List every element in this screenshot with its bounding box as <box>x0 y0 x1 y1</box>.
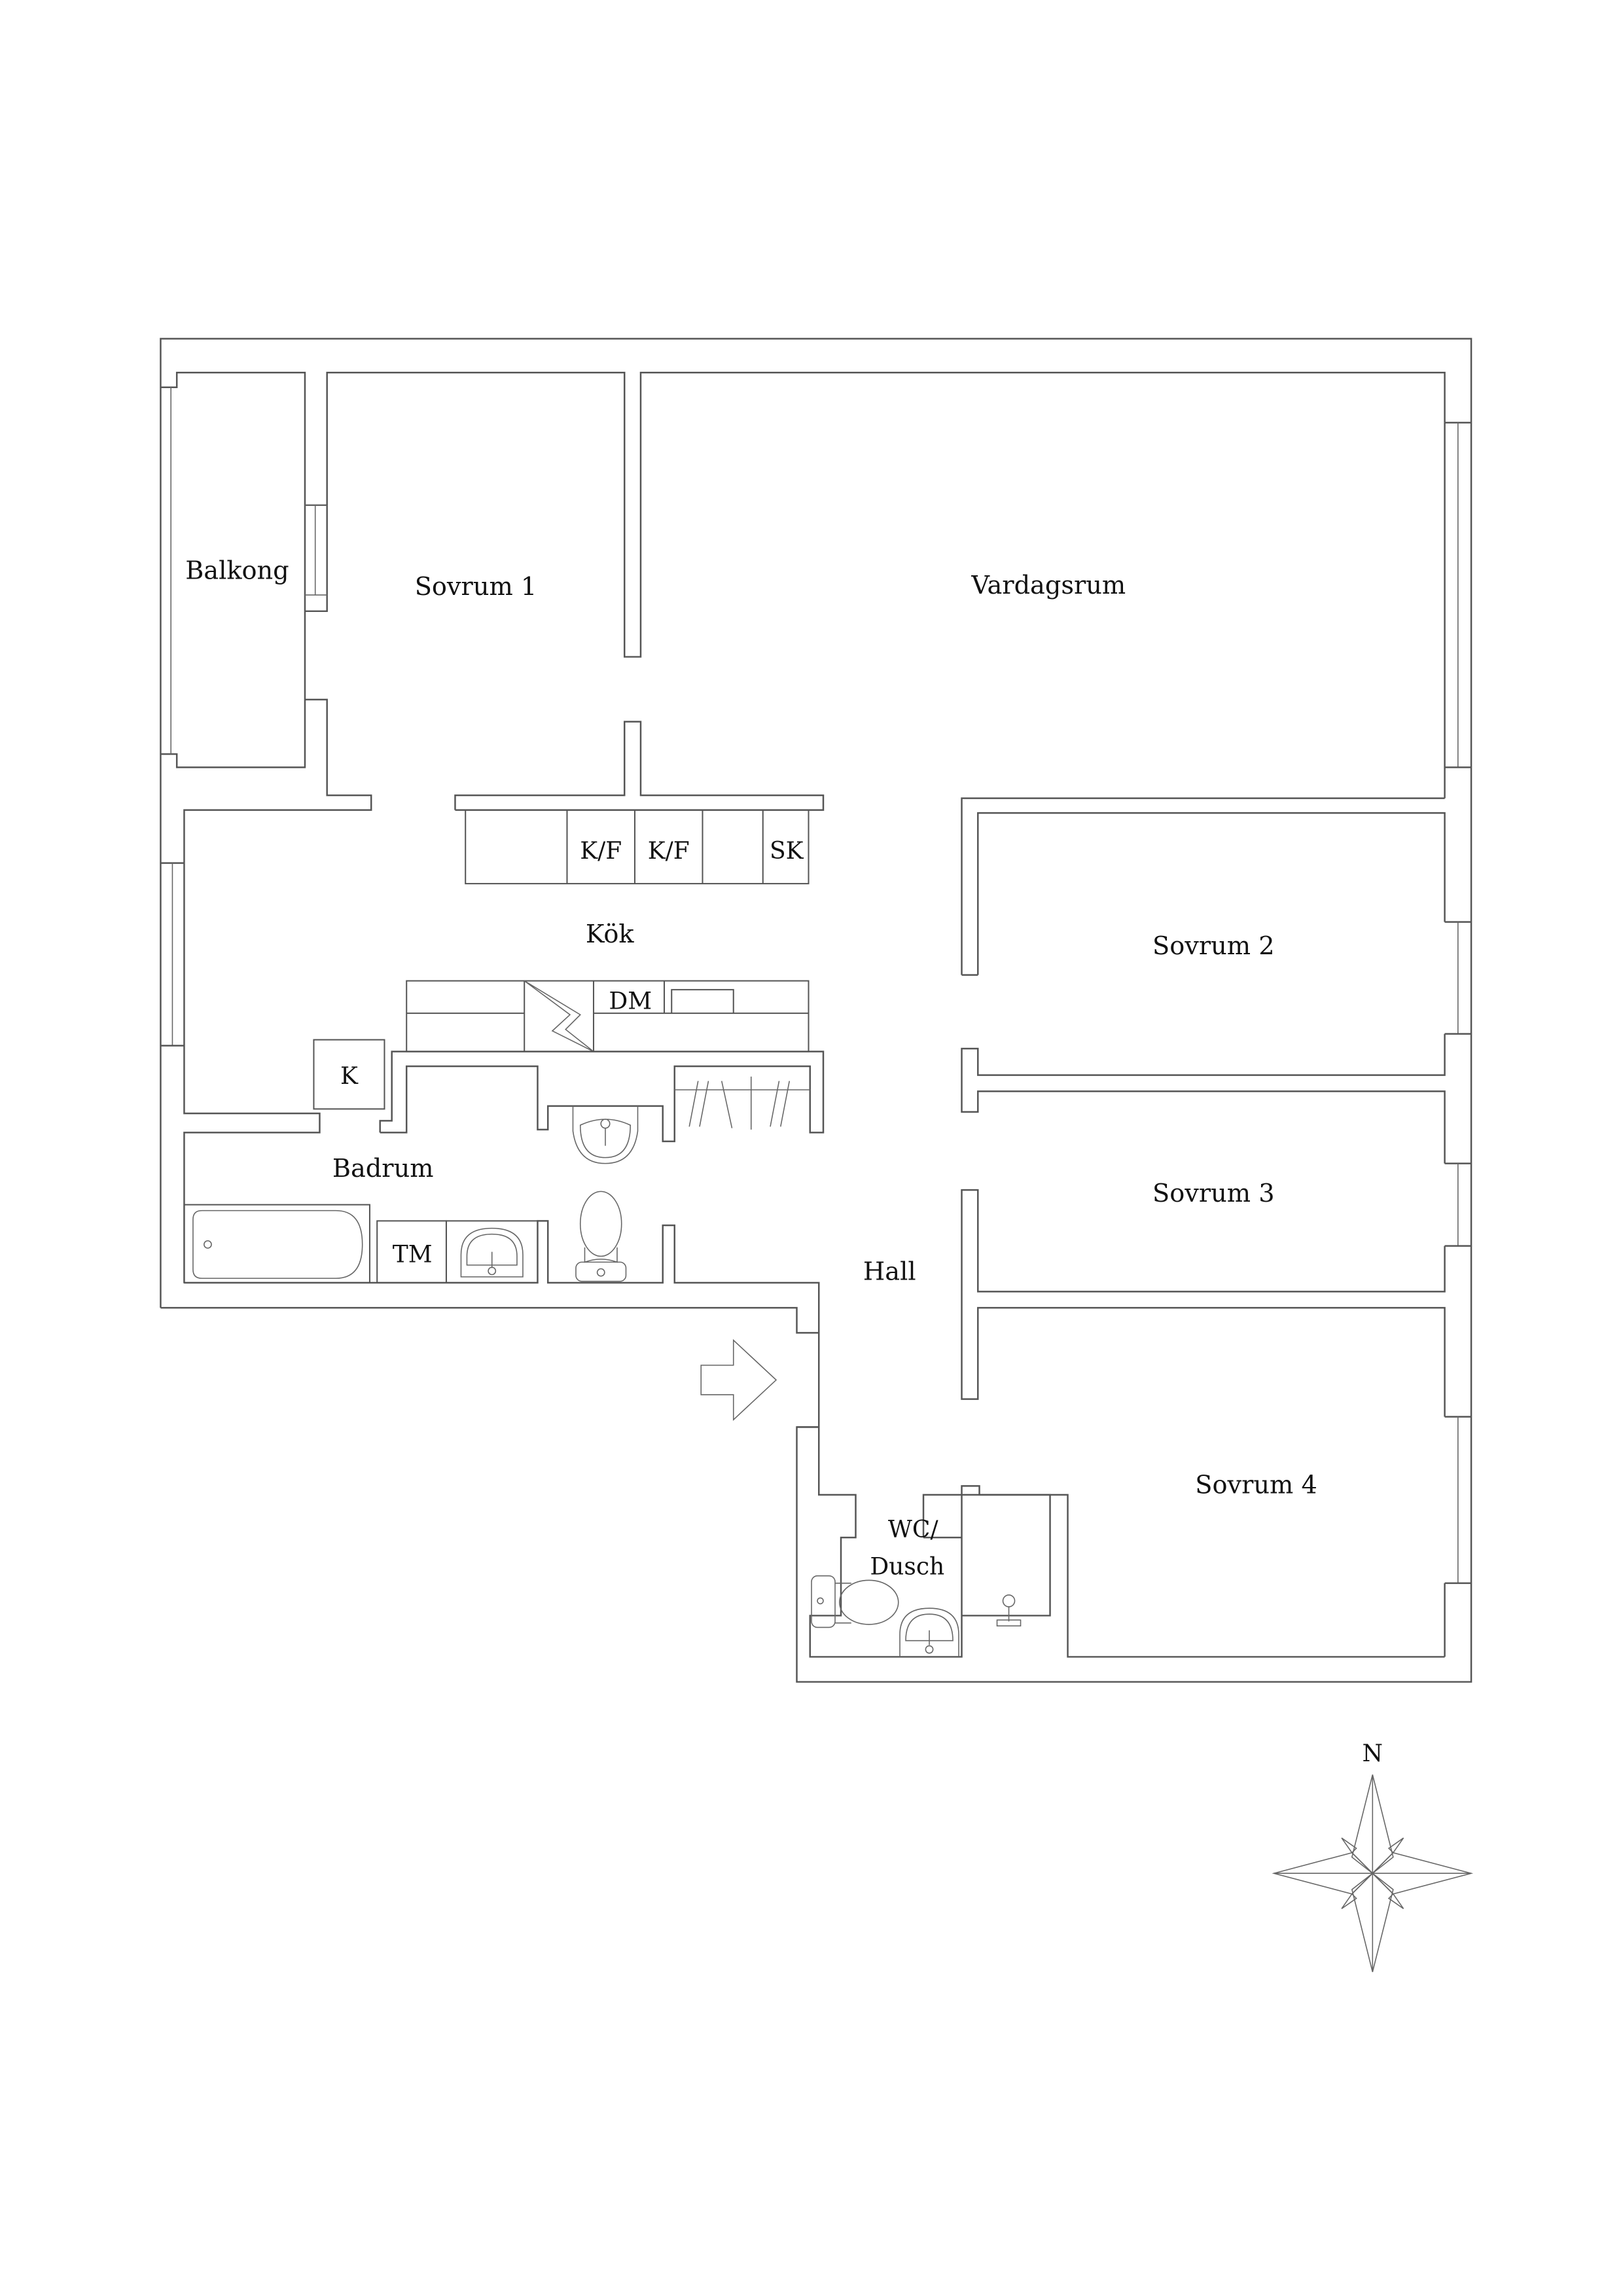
closet-label: K <box>340 1063 359 1090</box>
balcony <box>160 372 328 768</box>
wardrobe-icon <box>674 1076 810 1130</box>
wc-shower-walls <box>796 1426 1051 1658</box>
closet <box>313 1039 385 1110</box>
shower-icon <box>996 1594 1022 1626</box>
bedroom1-label: Sovrum 1 <box>415 572 537 601</box>
wc-shower-label-line1: WC/ <box>888 1516 939 1543</box>
dishwasher-label: DM <box>609 988 652 1014</box>
wc-shower-label-line2: Dusch <box>870 1553 944 1580</box>
bedroom2-label: Sovrum 2 <box>1152 931 1275 961</box>
bedroom1-walls <box>183 372 1446 863</box>
sink-icon <box>572 1105 639 1164</box>
bedroom3-label: Sovrum 3 <box>1152 1179 1275 1208</box>
stove-icon <box>524 980 594 1052</box>
sink-icon <box>899 1607 959 1657</box>
hall-label: Hall <box>863 1257 916 1286</box>
bedroom-walls-right <box>961 797 1472 1658</box>
compass-rose-icon <box>1272 1774 1474 1973</box>
bedroom4-label: Sovrum 4 <box>1195 1471 1317 1500</box>
living-room-label: Vardagsrum <box>971 571 1126 600</box>
kitchen-upper-counter <box>465 809 810 885</box>
fridge-freezer-2-label: K/F <box>648 838 690 865</box>
bathroom-walls <box>184 1050 825 1333</box>
kitchen-window <box>160 862 321 1283</box>
cabinet-label: SK <box>770 838 804 865</box>
balcony-label: Balkong <box>185 556 289 585</box>
toilet-icon <box>811 1575 899 1628</box>
bathroom-label: Badrum <box>332 1154 434 1183</box>
toilet-icon <box>575 1191 627 1282</box>
kitchen-lower-counter <box>406 980 810 1052</box>
living-room-window <box>1444 422 1472 798</box>
kitchen-label: Kök <box>586 920 635 949</box>
washing-machine-label: TM <box>393 1241 433 1268</box>
entrance-arrow-icon <box>700 1338 777 1421</box>
fridge-freezer-1-label: K/F <box>580 838 622 865</box>
compass-north-label: N <box>1363 1740 1383 1767</box>
sink-icon <box>445 1220 539 1283</box>
bathtub-icon <box>183 1204 370 1283</box>
